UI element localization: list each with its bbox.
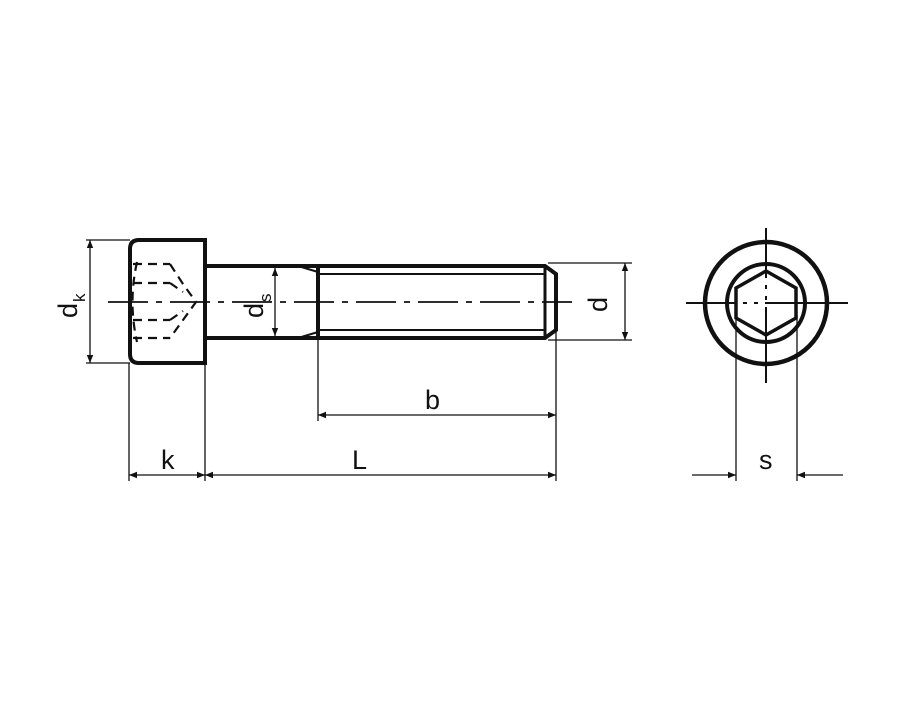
end-view: [686, 228, 848, 481]
d-label-main: d: [583, 297, 613, 312]
s-label: s: [759, 445, 773, 475]
d-label: d: [583, 297, 613, 312]
side-view: [108, 238, 572, 365]
thread-runout: [297, 265, 319, 339]
b-label: b: [425, 385, 440, 415]
bolt-head: [128, 238, 207, 365]
dk-label-main: d: [53, 303, 83, 318]
dk-label: d k: [53, 293, 89, 318]
dk-label-sub: k: [70, 293, 89, 302]
ds-label-sub: s: [256, 294, 275, 303]
k-label: k: [161, 445, 175, 475]
ds-label-main: d: [239, 303, 269, 318]
dimension-lines: [86, 239, 632, 481]
L-label: L: [352, 445, 367, 475]
ds-label: d s: [239, 294, 275, 319]
